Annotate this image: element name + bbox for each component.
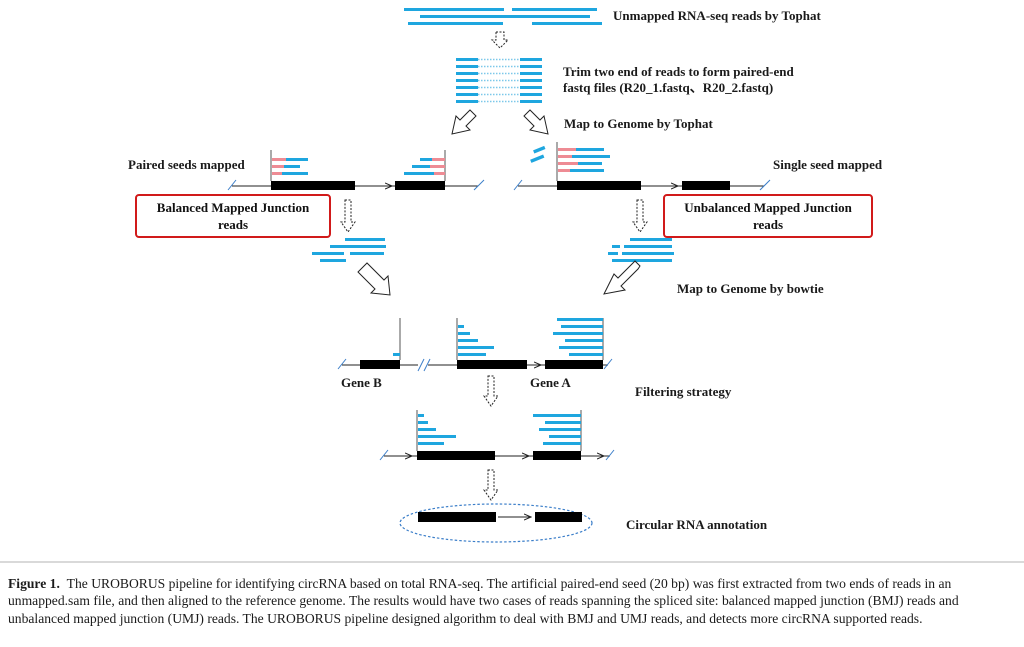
flow-arrow-down-1 [490, 31, 510, 49]
umj-label-line2: reads [752, 217, 784, 232]
label-circ-annotation: Circular RNA annotation [626, 517, 768, 532]
unmapped-reads [404, 8, 602, 25]
flow-arrow-to-bowtie-right [603, 260, 641, 295]
umj-highlight-box: Unbalanced Mapped Junction reads [663, 194, 873, 238]
label-unmapped-reads: Unmapped RNA-seq reads by Tophat [613, 8, 821, 23]
bmj-label-line2: reads [217, 217, 249, 232]
bowtie-genome [337, 318, 613, 372]
label-trim-line1: Trim two end of reads to form paired-end [563, 64, 794, 79]
flow-arrow-to-bowtie-left [357, 262, 391, 296]
caption-label: Figure 1. [8, 576, 60, 591]
umj-label-line1: Unbalanced Mapped Junction [684, 200, 852, 215]
caption-divider [0, 561, 1024, 563]
bmj-highlight-box: Balanced Mapped Junction reads [135, 194, 331, 238]
flow-arrow-down-circ [483, 469, 499, 501]
flow-arrow-down-filter [483, 375, 499, 407]
single-seed-genome [513, 142, 771, 191]
caption-text: The UROBORUS pipeline for identifying ci… [8, 576, 959, 626]
flow-arrow-down-right [632, 199, 648, 233]
label-single-seed: Single seed mapped [773, 157, 883, 172]
label-filtering: Filtering strategy [635, 384, 732, 399]
label-paired-seeds: Paired seeds mapped [128, 157, 245, 172]
bmj-label-line1: Balanced Mapped Junction [156, 200, 310, 215]
label-map-tophat: Map to Genome by Tophat [564, 116, 713, 131]
figure-caption: Figure 1. The UROBORUS pipeline for iden… [8, 575, 1018, 627]
bmj-reads [312, 238, 386, 262]
label-map-bowtie: Map to Genome by bowtie [677, 281, 824, 296]
flow-arrow-down-left [340, 199, 356, 233]
label-trim-line2: fastq files (R20_1.fastq、R20_2.fastq) [563, 80, 774, 95]
label-gene-b: Gene B [341, 375, 382, 390]
umj-reads [608, 238, 674, 262]
filtered-genome [379, 410, 615, 461]
flow-arrow-right-diag [523, 109, 549, 135]
label-gene-a: Gene A [530, 375, 571, 390]
flow-arrow-left-diag [451, 109, 477, 135]
paired-seeds-genome [227, 150, 485, 191]
circular-rna [399, 503, 593, 543]
trimmed-reads [456, 58, 542, 103]
